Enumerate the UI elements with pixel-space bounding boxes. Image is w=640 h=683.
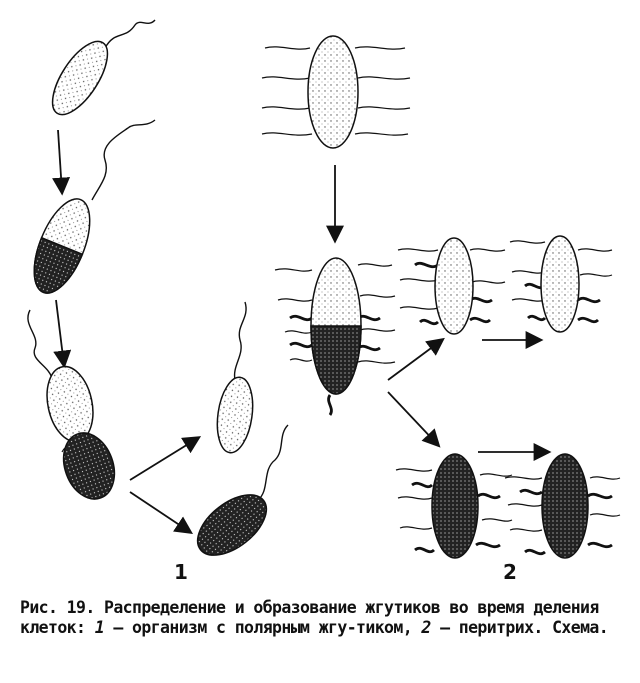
- cell-polar-3-dividing: [27, 309, 116, 500]
- panel-2-peritrichous: [261, 35, 621, 559]
- daughter-peritrich-dark-1: [395, 453, 513, 559]
- cell-polar-1: [51, 19, 156, 116]
- panel-label-1: 1: [174, 560, 188, 584]
- figure-number: Рис. 19.: [20, 598, 95, 617]
- bacteria-division-figure: [27, 19, 621, 559]
- daughter-peritrich-dark-2: [504, 453, 621, 559]
- caption-text-b: — организм с полярным жгу-тиком,: [113, 618, 413, 637]
- caption-text-a: Распределение и образование жгутиков во …: [20, 598, 599, 637]
- cell-peritrich-2: [274, 257, 396, 416]
- daughter-peritrich-light-1: [397, 237, 506, 335]
- arrow-3: [129, 436, 202, 481]
- arrow-6: [387, 337, 445, 381]
- arrow-1: [52, 129, 71, 196]
- caption-num-1: 1: [94, 618, 105, 637]
- daughter-cell-dark: [196, 424, 289, 556]
- panel-1-polar-flagellum: [27, 19, 289, 556]
- daughter-cell-light: [216, 301, 254, 454]
- caption-text-c: — перитрих. Схема.: [440, 618, 609, 637]
- cell-polar-2: [33, 119, 156, 294]
- panel-label-2: 2: [503, 560, 517, 584]
- arrow-7: [387, 391, 441, 448]
- cell-peritrich-1: [261, 35, 411, 149]
- arrow-2: [53, 299, 72, 369]
- caption-num-2: 2: [421, 618, 431, 637]
- figure-caption: Рис. 19. Распределение и образование жгу…: [20, 598, 625, 638]
- daughter-peritrich-light-2: [509, 235, 613, 333]
- arrow-4: [129, 491, 193, 534]
